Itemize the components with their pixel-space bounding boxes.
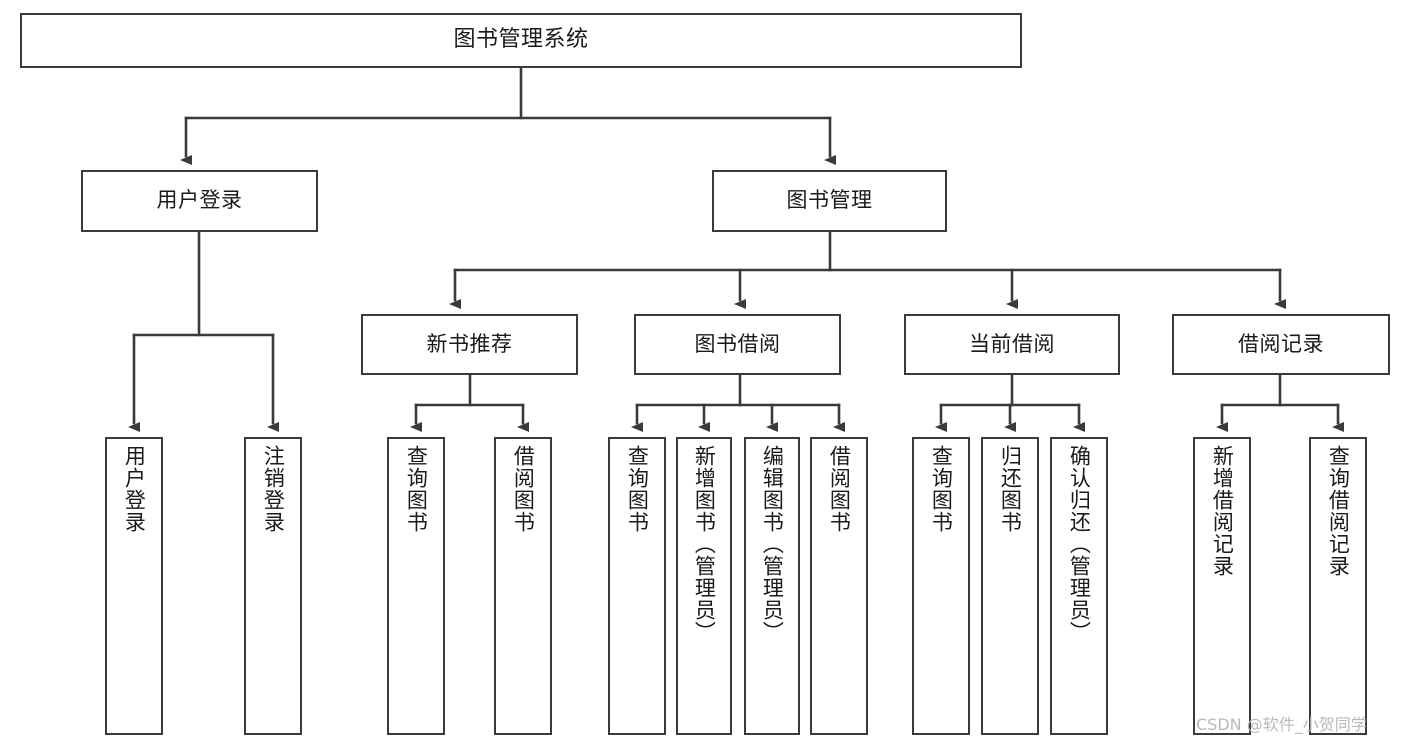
node-label: 新书推荐 (426, 331, 513, 356)
node-leaf-borrow-book-2[interactable]: 借阅图书 (810, 437, 868, 735)
node-user-login[interactable]: 用户登录 (81, 170, 318, 232)
node-book-management[interactable]: 图书管理 (712, 170, 947, 232)
node-label: 新增图书（管理员） (692, 445, 717, 643)
node-label: 归还图书 (998, 445, 1023, 533)
node-leaf-return-book[interactable]: 归还图书 (981, 437, 1039, 735)
node-leaf-query-borrow-record[interactable]: 查询借阅记录 (1309, 437, 1367, 735)
node-label: 图书管理 (786, 188, 873, 213)
node-label: 查询借阅记录 (1326, 445, 1351, 577)
node-leaf-logout-login[interactable]: 注销登录 (244, 437, 302, 735)
node-label: 借阅图书 (511, 445, 536, 533)
node-leaf-add-borrow-record[interactable]: 新增借阅记录 (1193, 437, 1251, 735)
node-leaf-borrow-book-1[interactable]: 借阅图书 (494, 437, 552, 735)
node-new-book-recommend[interactable]: 新书推荐 (361, 314, 578, 375)
node-label: 新增借阅记录 (1210, 445, 1235, 577)
node-label: 确认归还（管理员） (1067, 445, 1092, 643)
node-label: 查询图书 (929, 445, 954, 533)
node-label: 借阅记录 (1238, 331, 1324, 356)
csdn-watermark: CSDN @软件_小贺同学 (1196, 715, 1367, 734)
node-book-management-system[interactable]: 图书管理系统 (20, 13, 1022, 68)
node-borrow-record[interactable]: 借阅记录 (1172, 314, 1390, 375)
node-label: 查询图书 (404, 445, 429, 533)
node-label: 查询图书 (625, 445, 650, 533)
node-leaf-confirm-return[interactable]: 确认归还（管理员） (1050, 437, 1108, 735)
node-label: 借阅图书 (827, 445, 852, 533)
node-label: 用户登录 (122, 445, 147, 533)
node-label: 注销登录 (261, 445, 286, 533)
node-label: 图书管理系统 (453, 27, 589, 53)
node-leaf-add-book[interactable]: 新增图书（管理员） (676, 437, 732, 735)
node-label: 用户登录 (156, 188, 243, 213)
node-label: 编辑图书（管理员） (760, 445, 785, 643)
node-leaf-query-book-2[interactable]: 查询图书 (608, 437, 666, 735)
node-leaf-edit-book[interactable]: 编辑图书（管理员） (744, 437, 800, 735)
node-book-borrow[interactable]: 图书借阅 (634, 314, 841, 375)
node-leaf-query-book-3[interactable]: 查询图书 (912, 437, 970, 735)
node-leaf-query-book-1[interactable]: 查询图书 (387, 437, 445, 735)
node-label: 当前借阅 (969, 331, 1055, 356)
node-leaf-user-login[interactable]: 用户登录 (105, 437, 163, 735)
node-current-borrow[interactable]: 当前借阅 (904, 314, 1120, 375)
node-label: 图书借阅 (694, 331, 781, 356)
